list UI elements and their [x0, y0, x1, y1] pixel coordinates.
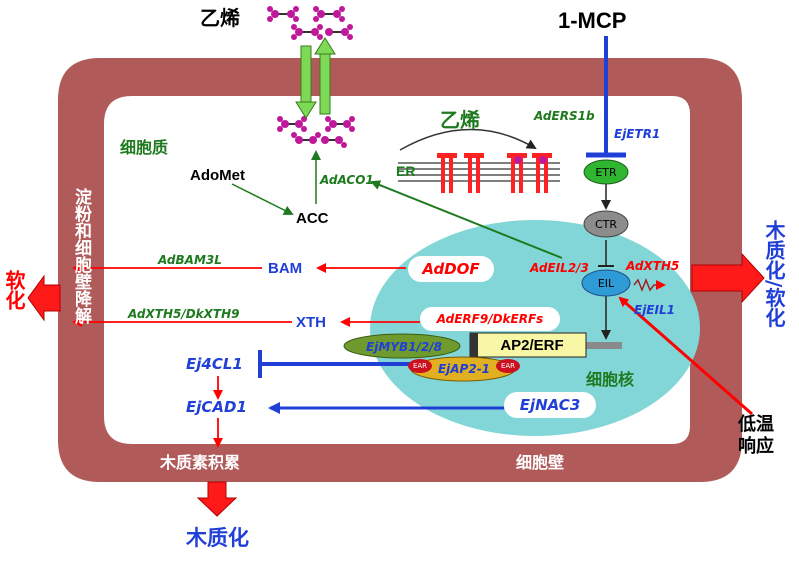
ej4cl1-label: Ej4CL1	[186, 355, 243, 373]
ethylene-molecule-top-far	[325, 24, 353, 40]
er-label: ER	[396, 163, 416, 179]
ejap21-label: EjAP2-1	[437, 362, 491, 376]
aderf9-label: AdERF9/DkERFs	[436, 312, 544, 326]
ethylene-molecule-top-right	[313, 6, 345, 22]
ear-left-label: EAR	[412, 362, 428, 370]
ap2erf-label: AP2/ERF	[500, 336, 564, 354]
ejnac3-label: EjNAC3	[519, 395, 581, 414]
adxth5-squiggle-arrow	[633, 277, 666, 293]
ctr-node	[583, 210, 629, 238]
ethylene-molecule-top-mid	[291, 24, 323, 40]
xth-label: XTH	[296, 314, 326, 331]
ethylene-efflux-arrow	[295, 45, 317, 119]
ctr-label: CTR	[594, 217, 618, 231]
lignify-soften-right-arrow	[691, 252, 765, 304]
ear-badge-left	[408, 359, 432, 373]
low-temp-label: 低温响应	[738, 414, 774, 457]
ejmyb-label: EjMYB1/2/8	[366, 340, 442, 354]
ethylene-molecule-inner-4	[321, 136, 347, 148]
addof-label: AdDOF	[422, 259, 480, 278]
ethylene-molecule-inner-3	[325, 116, 355, 132]
ap2erf-box	[469, 332, 587, 358]
lignify-soften-label: 木质化/软化	[762, 220, 786, 328]
etr-label: ETR	[595, 165, 617, 179]
lignify-down-arrow	[196, 481, 238, 517]
adomet-to-acc-arrow	[231, 183, 294, 215]
ethylene-top-label: 乙烯	[200, 6, 240, 30]
ejmyb-ellipse	[343, 333, 461, 359]
soften-left-label: 软化	[2, 270, 26, 310]
lignin-accum-label: 木质素积累	[160, 453, 241, 472]
aderf9-pill-bg	[420, 307, 560, 331]
cytoplasm-label: 细胞质	[120, 138, 169, 157]
adomet-label: AdoMet	[190, 167, 245, 184]
cell-wall-label: 细胞壁	[516, 453, 565, 472]
ethylene-er-label: 乙烯	[440, 108, 480, 132]
ejnac3-pill-bg	[504, 392, 596, 418]
eil-node	[581, 269, 631, 297]
bam-label: BAM	[268, 260, 303, 277]
ejetr1-label: EjETR1	[614, 127, 661, 141]
ethylene-molecule-top-left	[267, 6, 299, 22]
acc-label: ACC	[296, 210, 329, 227]
adxth5-dkxth9-label: AdXTH5/DkXTH9	[128, 307, 240, 321]
addof-pill-bg	[408, 256, 494, 282]
adbam3l-label: AdBAM3L	[158, 253, 222, 267]
ear-badge-right	[496, 359, 520, 373]
ethylene-molecule-inner-1	[277, 116, 307, 132]
er-ethylene-binding-arrow	[399, 128, 537, 151]
soften-left-arrow	[27, 274, 61, 322]
aders1b-label: AdERS1b	[534, 109, 595, 123]
ejcad1-label: EjCAD1	[186, 398, 247, 416]
low-temp-to-eil-arrow	[618, 296, 753, 416]
lignify-bottom-label: 木质化	[186, 526, 249, 550]
adeil23-label: AdEIL2/3	[530, 261, 589, 275]
etr-node	[583, 159, 629, 185]
ap2erf-grey-tail	[586, 342, 622, 349]
eil-label: EIL	[597, 276, 615, 290]
adaco1-label: AdACO1	[320, 173, 374, 187]
starch-wall-degradation-label: 淀粉和细胞壁降解	[71, 188, 91, 324]
ethylene-molecule-inner-2	[291, 132, 321, 144]
mcp-label: 1-MCP	[558, 8, 627, 33]
nucleus-label: 细胞核	[586, 370, 635, 389]
ethylene-influx-arrow	[314, 37, 336, 115]
adxth5-right-label: AdXTH5	[626, 259, 680, 273]
ap2erf-dark-band	[470, 333, 478, 357]
adeil-to-adaco1-arrow	[370, 180, 563, 259]
er-receptors	[437, 153, 552, 193]
ejeil1-label: EjEIL1	[634, 303, 675, 317]
ear-right-label: EAR	[500, 362, 516, 370]
